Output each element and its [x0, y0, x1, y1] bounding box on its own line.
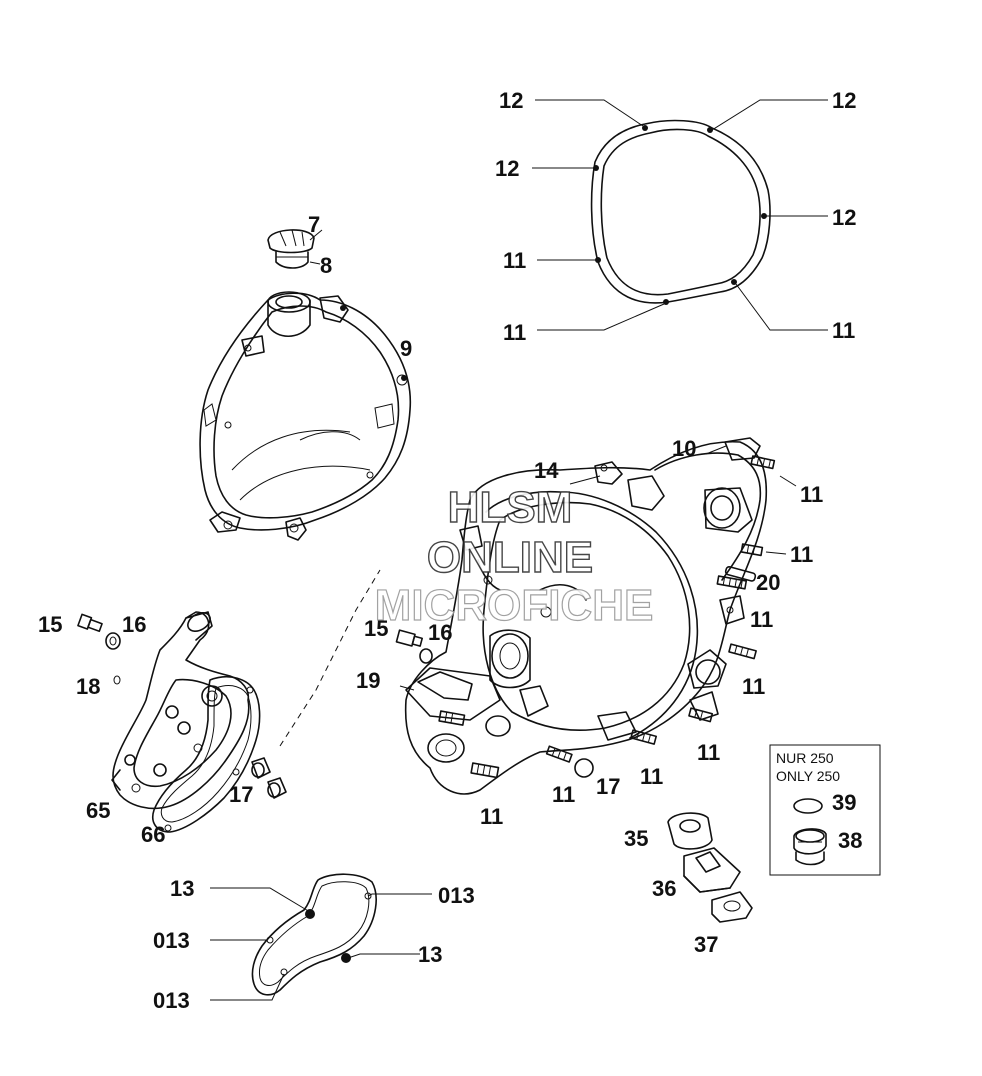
pump-gasket-leaders: [210, 887, 432, 1001]
label-013-left-bottom: 013: [153, 988, 190, 1013]
label-17-main: 17: [596, 774, 620, 799]
label-39: 39: [832, 790, 856, 815]
label-12-top-left: 12: [499, 88, 523, 113]
label-11-right-e: 11: [697, 740, 720, 765]
label-11-right-a: 11: [800, 482, 823, 507]
label-12-mid-left: 12: [495, 156, 519, 181]
water-pump-gasket: [152, 675, 261, 833]
clutch-cover-gasket: [590, 119, 771, 305]
label-7: 7: [308, 212, 320, 237]
label-65: 65: [86, 798, 110, 823]
label-17-pump: 17: [229, 782, 253, 807]
watermark-line2: ONLINE: [427, 533, 593, 582]
label-11-right-c: 11: [750, 607, 773, 632]
label-20: 20: [756, 570, 780, 595]
label-18: 18: [76, 674, 100, 699]
label-38: 38: [838, 828, 862, 853]
label-15-main: 15: [364, 616, 388, 641]
water-pump-cover: [111, 611, 250, 810]
note-line2: ONLY 250: [776, 768, 840, 784]
pump-small-parts: [77, 613, 287, 799]
rubber-parts: [667, 812, 753, 923]
label-15-pump: 15: [38, 612, 62, 637]
filler-plug: [267, 229, 323, 269]
clutch-cover: [199, 291, 412, 541]
label-37: 37: [694, 932, 718, 957]
label-11-bottom-b: 11: [552, 782, 575, 807]
label-9: 9: [400, 336, 412, 361]
label-12-mid-right: 12: [832, 205, 856, 230]
watermark-line3: MICROFICHE: [375, 581, 654, 630]
label-35: 35: [624, 826, 648, 851]
label-66: 66: [141, 822, 165, 847]
label-11-bottom-a: 11: [480, 804, 503, 829]
label-013-left-mid: 013: [153, 928, 190, 953]
cover-bolts: [395, 455, 776, 779]
label-16-main: 16: [428, 620, 452, 645]
label-11-gasket-bottom-right: 11: [832, 318, 855, 343]
label-13-left: 13: [170, 876, 194, 901]
label-10: 10: [672, 436, 696, 461]
label-13-right: 13: [418, 942, 442, 967]
label-11-gasket-left: 11: [503, 248, 526, 273]
label-16-pump: 16: [122, 612, 146, 637]
main-cover-leaders: [399, 445, 797, 691]
label-11-right-f: 11: [640, 764, 663, 789]
note-box: [769, 744, 881, 876]
label-11-right-b: 11: [790, 542, 813, 567]
watermark-line1: HLSM: [448, 483, 573, 532]
label-19: 19: [356, 668, 380, 693]
label-11-right-d: 11: [742, 674, 765, 699]
label-14: 14: [534, 458, 559, 483]
label-12-top-right: 12: [832, 88, 856, 113]
label-11-gasket-bottom-left: 11: [503, 320, 526, 345]
pump-cover-gasket: [251, 873, 377, 996]
label-013-right: 013: [438, 883, 475, 908]
label-8: 8: [320, 253, 332, 278]
watermark: HLSM ONLINE MICROFICHE: [374, 482, 654, 630]
label-36: 36: [652, 876, 676, 901]
assembly-dashed-line: [279, 569, 381, 747]
note-line1: NUR 250: [776, 750, 834, 766]
callout-labels: 12 12 12 12 11 11 11 7 8 9 10 14 11 11 2…: [38, 88, 862, 1013]
gasket-leader-lines: [532, 99, 828, 331]
